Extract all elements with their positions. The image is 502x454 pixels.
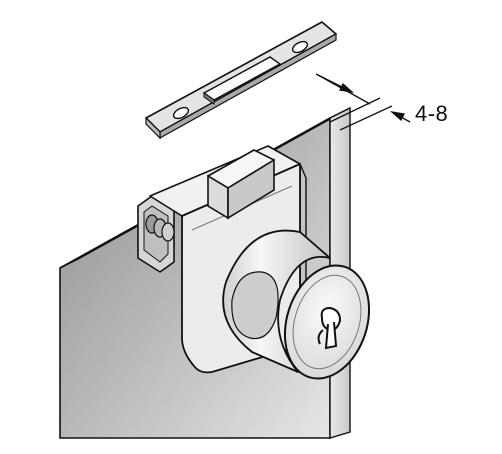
screw-hole-right xyxy=(291,40,309,54)
screw-hole-left xyxy=(172,106,190,120)
strike-plate xyxy=(145,21,337,140)
dimension-indicator xyxy=(315,73,411,131)
lock-cylinder xyxy=(222,229,371,380)
keyhole-icon xyxy=(317,306,342,350)
spring-screw xyxy=(145,214,175,242)
dimension-label: 4-8 xyxy=(415,101,449,126)
